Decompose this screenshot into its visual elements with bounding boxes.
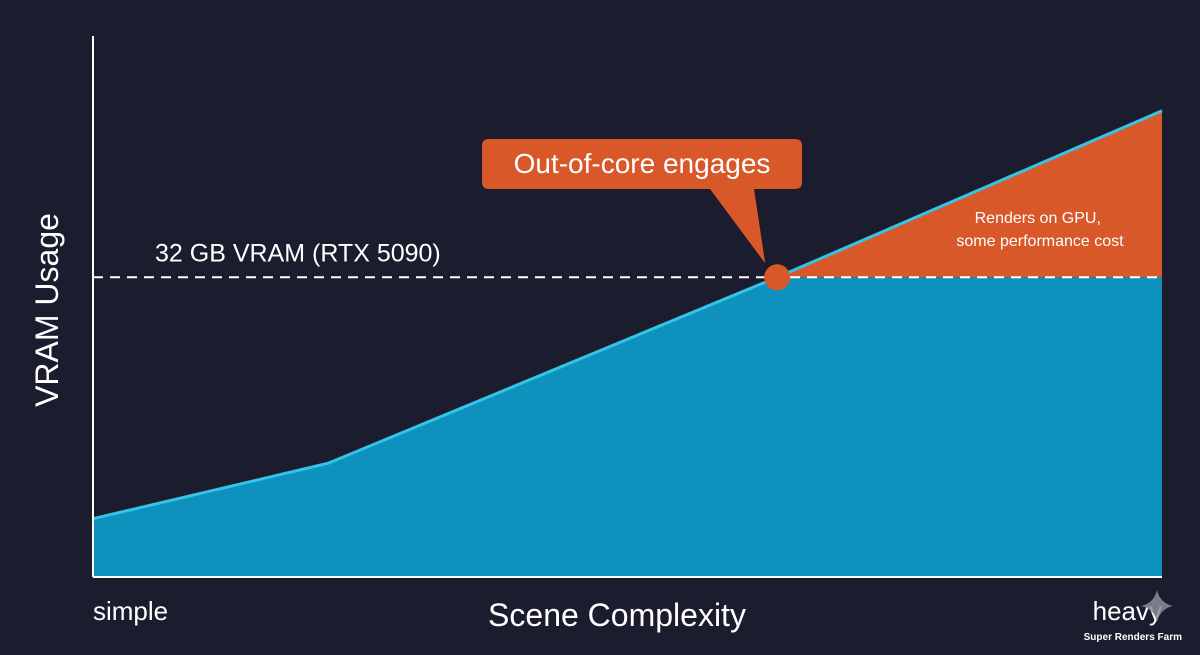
out-of-core-callout: Out-of-core engages <box>482 139 802 264</box>
vram-usage-line <box>92 109 1163 521</box>
region-annotation-line-2: some performance cost <box>956 233 1124 250</box>
under-threshold-area <box>93 277 1162 577</box>
brand-name: Super Renders Farm <box>1083 632 1182 643</box>
callout-text: Out-of-core engages <box>514 148 771 179</box>
y-axis-label: VRAM Usage <box>29 213 65 407</box>
threshold-label: 32 GB VRAM (RTX 5090) <box>155 239 441 267</box>
callout-box <box>482 139 802 264</box>
out-of-core-point <box>764 264 791 291</box>
sparkle-logo-icon <box>1141 590 1173 622</box>
x-tick-simple: simple <box>93 596 168 626</box>
region-annotation-line-1: Renders on GPU, <box>975 210 1101 227</box>
x-tick-heavy: heavy <box>1093 596 1162 626</box>
region-annotation: Renders on GPU, some performance cost <box>956 210 1124 250</box>
x-axis-label: Scene Complexity <box>488 597 746 633</box>
